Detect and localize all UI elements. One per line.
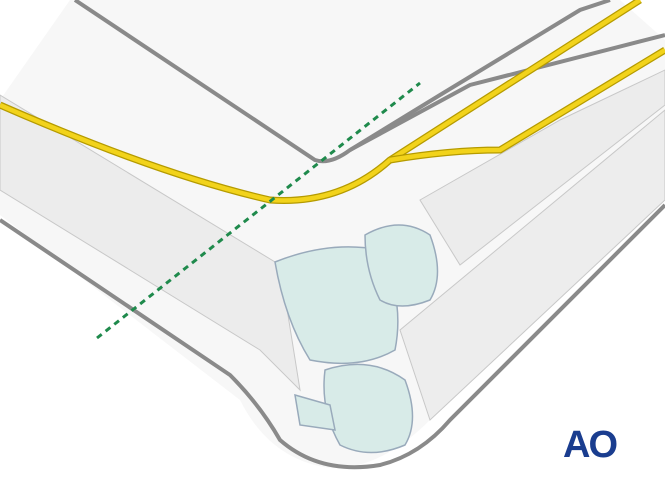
capitulum-cartilage [294, 393, 336, 431]
nerve-branch-fill [389, 48, 665, 163]
nerve-trunk-fill [0, 0, 642, 203]
ulna-bone [399, 109, 665, 421]
ao-logo: AO [563, 424, 618, 466]
radius-bone [419, 69, 665, 266]
humerus-bone [0, 94, 301, 392]
olecranon-cartilage [323, 363, 414, 454]
arm-upper-outline [73, 0, 611, 164]
forearm-upper-outline [349, 33, 665, 152]
trochlea-cartilage [274, 246, 399, 365]
arm-lower-outline [0, 203, 665, 470]
incision-dashed-line [96, 81, 421, 340]
radial-head-cartilage [364, 224, 439, 307]
